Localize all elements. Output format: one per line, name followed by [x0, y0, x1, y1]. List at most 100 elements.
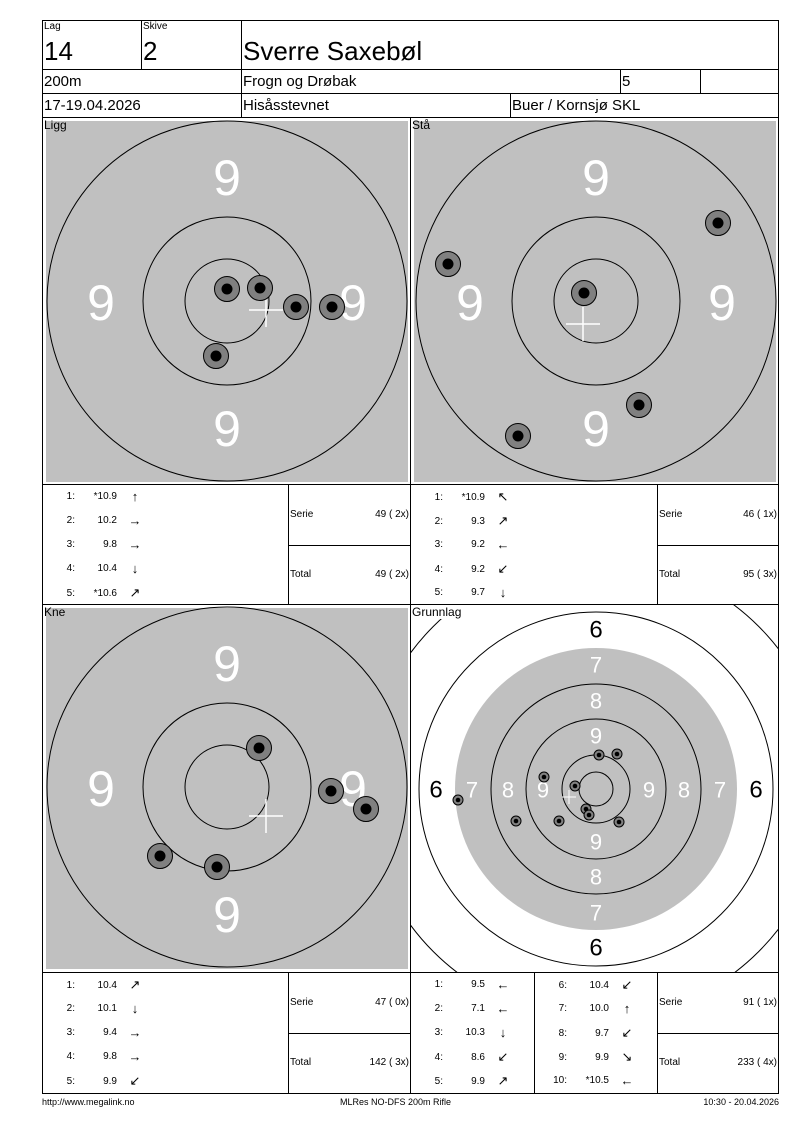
- shot-value: 9.7: [595, 1027, 609, 1039]
- lag-cell: Lag 14: [42, 20, 142, 70]
- target-black: [455, 648, 737, 930]
- ring-number: 6: [589, 935, 602, 962]
- ring-number: 9: [582, 401, 610, 457]
- panel-label: Kne: [44, 605, 66, 619]
- class-cell: 5: [620, 69, 701, 94]
- footer-url[interactable]: http://www.megalink.no: [42, 1097, 135, 1107]
- shot-value: 9.2: [471, 563, 485, 575]
- lag-label: Lag: [44, 21, 61, 32]
- shot-row: 4:9.8→: [53, 1049, 147, 1064]
- ring-number: 9: [643, 778, 655, 803]
- shot-row: 1:9.5←: [421, 977, 515, 992]
- shot-row: 4:10.4↓: [53, 561, 147, 576]
- shot-number: 7:: [558, 1003, 567, 1014]
- shot-value: 9.2: [471, 539, 485, 550]
- ring-number: 6: [429, 777, 442, 804]
- date: 17-19.04.2026: [44, 97, 141, 114]
- ring-number: 9: [213, 150, 241, 206]
- shot-number: 3:: [66, 1027, 75, 1038]
- distance: 200m: [44, 73, 82, 90]
- ring-number: 9: [87, 275, 115, 331]
- direction-arrow-icon: ↓: [499, 1025, 507, 1040]
- shot-number: 4:: [434, 563, 443, 575]
- direction-arrow-icon: ↗: [497, 1073, 509, 1088]
- summary-kne: Serie 47 ( 0x) Total 142 ( 3x): [288, 972, 411, 1094]
- serie-value: 46 ( 1x): [743, 509, 777, 520]
- serie-value: 49 ( 2x): [375, 509, 409, 520]
- ring-number: 8: [502, 778, 514, 803]
- ring-number: 6: [749, 777, 762, 804]
- divider: [289, 545, 410, 546]
- panel-label: Grunnlag: [412, 605, 462, 619]
- ring-number: 6: [589, 617, 602, 644]
- target-background: [414, 121, 776, 482]
- direction-arrow-icon: ↗: [129, 585, 141, 600]
- target-ring: [415, 120, 777, 482]
- shot-value: 7.1: [471, 1003, 485, 1014]
- ring-number: 7: [590, 653, 602, 678]
- shot-center: [614, 751, 620, 757]
- shot-row: 5:*10.6↗: [53, 585, 147, 601]
- direction-arrow-icon: ↙: [621, 1025, 633, 1040]
- ring-number: 9: [87, 761, 115, 817]
- ring-number: 8: [678, 778, 690, 803]
- ring-number: 9: [213, 401, 241, 457]
- shot-center: [512, 430, 524, 442]
- shot-row: 5:9.9↙: [53, 1073, 147, 1089]
- shot-center: [633, 399, 645, 411]
- serie-label: Serie: [290, 509, 314, 520]
- club-cell: Frogn og Drøbak: [241, 69, 621, 94]
- shot-center: [325, 785, 337, 797]
- total-value: 95 ( 3x): [743, 569, 777, 580]
- shot-value: *10.9: [461, 491, 485, 503]
- direction-arrow-icon: ↙: [497, 1049, 509, 1064]
- skive-label: Skive: [143, 21, 168, 32]
- skive-value: 2: [143, 36, 158, 66]
- serie-label: Serie: [290, 997, 314, 1008]
- shot-center: [541, 774, 547, 780]
- shot-row: 5:9.7↓: [421, 585, 515, 600]
- direction-arrow-icon: ↗: [129, 977, 141, 992]
- shot-center: [442, 258, 454, 270]
- shot-value: 9.4: [103, 1027, 117, 1038]
- shot-value: 9.9: [103, 1075, 117, 1087]
- direction-arrow-icon: ↙: [129, 1073, 141, 1088]
- shot-value: 9.8: [103, 539, 117, 550]
- direction-arrow-icon: ↘: [621, 1049, 633, 1064]
- shot-list-grunnlag-2: 6:10.4↙7:10.0↑8:9.7↙9:9.9↘10:*10.5←: [534, 972, 658, 1094]
- shot-center: [326, 301, 338, 313]
- shot-number: 3:: [434, 1027, 443, 1038]
- shooter-cell: Sverre Saxebøl: [241, 20, 779, 70]
- shot-number: 9:: [558, 1051, 567, 1063]
- shot-center: [455, 797, 461, 803]
- shot-number: 5:: [66, 587, 75, 599]
- ring-number: 9: [213, 636, 241, 692]
- ring-number: 9: [708, 275, 736, 331]
- ring-number: 8: [590, 865, 602, 890]
- shot-center: [221, 283, 233, 295]
- total-label: Total: [659, 569, 681, 580]
- shot-center: [596, 752, 602, 758]
- shot-value: 10.3: [465, 1027, 485, 1038]
- shot-center: [211, 861, 223, 873]
- shot-center: [712, 217, 724, 229]
- shot-number: 1:: [434, 491, 443, 503]
- shot-list-ligg: 1:*10.9↑2:10.2→3:9.8→4:10.4↓5:*10.6↗: [42, 484, 289, 605]
- shot-row: 3:9.8→: [53, 537, 147, 552]
- shot-row: 10:*10.5←: [545, 1073, 639, 1088]
- shot-center: [254, 282, 266, 294]
- panel-label: Stå: [412, 118, 431, 132]
- date-cell: 17-19.04.2026: [42, 93, 242, 118]
- ring-number: 7: [714, 778, 726, 803]
- shot-row: 2:7.1←: [421, 1001, 515, 1016]
- shot-row: 3:9.4→: [53, 1025, 147, 1040]
- shooter-name: Sverre Saxebøl: [243, 36, 423, 66]
- shot-number: 5:: [434, 587, 443, 598]
- direction-arrow-icon: ←: [496, 977, 510, 992]
- shot-row: 2:9.3↗: [421, 513, 515, 529]
- direction-arrow-icon: ←: [496, 537, 510, 552]
- serie-value: 47 ( 0x): [375, 997, 409, 1008]
- ring-number: 8: [590, 689, 602, 714]
